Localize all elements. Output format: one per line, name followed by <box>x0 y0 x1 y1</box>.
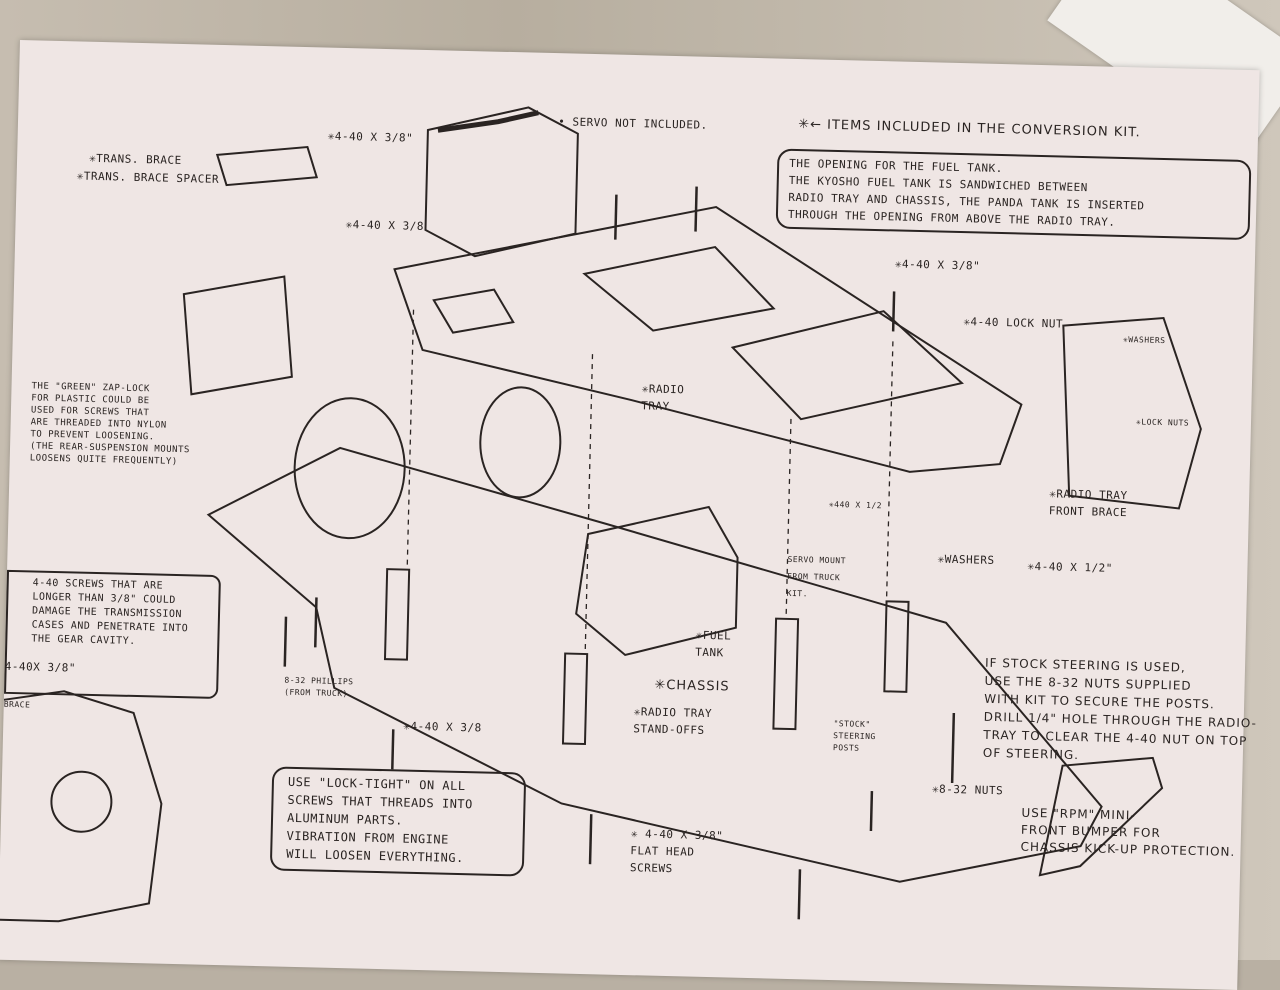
note-screw-warning: 4-40 SCREWS THAT ARE LONGER THAN 3/8" CO… <box>31 577 189 648</box>
tray-cutout <box>730 310 964 421</box>
label-phillips: 8-32 PHILLIPS (FROM TRUCK) <box>284 675 354 699</box>
instruction-sheet: • SERVO NOT INCLUDED. ✳← ITEMS INCLUDED … <box>0 40 1260 990</box>
label-standoffs: ✳RADIO TRAY STAND-OFFS <box>633 705 713 737</box>
screw-8 <box>614 194 618 240</box>
screw-2 <box>313 597 318 648</box>
side-view-hole <box>50 770 113 833</box>
note-lock-tight: USE "LOCK-TIGHT" ON ALL SCREWS THAT THRE… <box>286 774 474 866</box>
label-trans-brace: ✳TRANS. BRACE <box>88 151 182 167</box>
screw-1 <box>283 616 288 667</box>
label-side-screw: 4-40x 3/8" <box>4 659 77 675</box>
transmission-case <box>182 275 293 396</box>
label-washers: ✳WASHERS <box>937 552 995 567</box>
note-screw-warning-box: 4-40 SCREWS THAT ARE LONGER THAN 3/8" CO… <box>4 569 221 700</box>
servo-body <box>424 106 579 258</box>
screw-5 <box>797 869 802 920</box>
screw-6 <box>869 791 874 832</box>
guide-4 <box>785 418 792 619</box>
standoff-3 <box>772 617 800 731</box>
screw-4 <box>588 814 593 865</box>
label-screw-small: ✳440 x 1/2 <box>828 499 883 511</box>
label-fuel-tank: ✳FUEL TANK <box>695 628 732 660</box>
label-lock-nuts-side: ✳LOCK NUTS <box>1135 417 1190 428</box>
label-screw-half: ✳4-40 x 1/2" <box>1027 559 1114 575</box>
label-832-nuts: ✳8-32 NUTS <box>931 782 1004 798</box>
tray-opening <box>582 245 776 332</box>
screw-9 <box>694 186 698 232</box>
flywheel <box>293 397 406 540</box>
label-chassis: ✳CHASSIS <box>654 677 730 695</box>
label-lock-nut: ✳4-40 LOCK NUT <box>963 315 1064 331</box>
side-view-part <box>0 690 163 923</box>
label-servo-mount: SERVO MOUNT FROM TRUCK KIT. <box>786 554 847 599</box>
note-fuel-opening-box: THE OPENING FOR THE FUEL TANK. THE KYOSH… <box>775 148 1252 241</box>
trans-brace <box>215 145 319 187</box>
label-screw-right: ✳4-40 x 3/8" <box>894 257 981 273</box>
label-radio-tray: ✳RADIO TRAY <box>641 382 685 413</box>
note-green-lock: THE "GREEN" ZAP-LOCK FOR PLASTIC COULD B… <box>29 381 190 467</box>
label-radio-tray-brace: ✳RADIO TRAY FRONT BRACE <box>1048 487 1128 520</box>
label-flat-head: ✳ 4-40 x 3/8" FLAT HEAD SCREWS <box>629 827 724 876</box>
label-screw-top: ✳4-40 x 3/8" <box>327 129 414 145</box>
note-lock-tight-box: USE "LOCK-TIGHT" ON ALL SCREWS THAT THRE… <box>269 766 527 877</box>
guide-1 <box>406 309 415 570</box>
front-bumper <box>1038 756 1164 877</box>
tray-slot <box>432 288 515 334</box>
screw-3 <box>391 729 395 770</box>
label-washers-side: ✳WASHERS <box>1122 335 1166 346</box>
servo-horn <box>437 110 539 133</box>
standoff-4 <box>883 600 910 693</box>
standoff-1 <box>383 568 411 661</box>
radio-tray-plate <box>393 205 1023 473</box>
assembly-diagram <box>0 106 1202 923</box>
engine-cylinder <box>479 386 562 499</box>
standoff-2 <box>561 652 589 746</box>
label-side-brace: BRACE <box>3 699 31 710</box>
label-screw-servo: ✳4-40 x 3/8 <box>345 218 425 233</box>
guide-3 <box>885 341 894 602</box>
chassis-plate <box>206 446 1103 883</box>
note-steering: IF STOCK STEERING IS USED, USE THE 8-32 … <box>982 655 1258 763</box>
label-stock-posts: "STOCK" STEERING POSTS <box>832 719 876 753</box>
fuel-tank <box>575 505 739 657</box>
guide-2 <box>584 354 594 655</box>
note-fuel-opening: THE OPENING FOR THE FUEL TANK. THE KYOSH… <box>787 156 1145 229</box>
side-brace-plate <box>1062 316 1202 510</box>
label-screw-bottom: ✳4-40 x 3/8 <box>403 719 482 735</box>
label-bumper: USE "RPM" MINI- FRONT BUMPER FOR CHASSIS… <box>1020 805 1236 859</box>
screw-7 <box>950 712 956 784</box>
screw-10 <box>891 291 896 332</box>
